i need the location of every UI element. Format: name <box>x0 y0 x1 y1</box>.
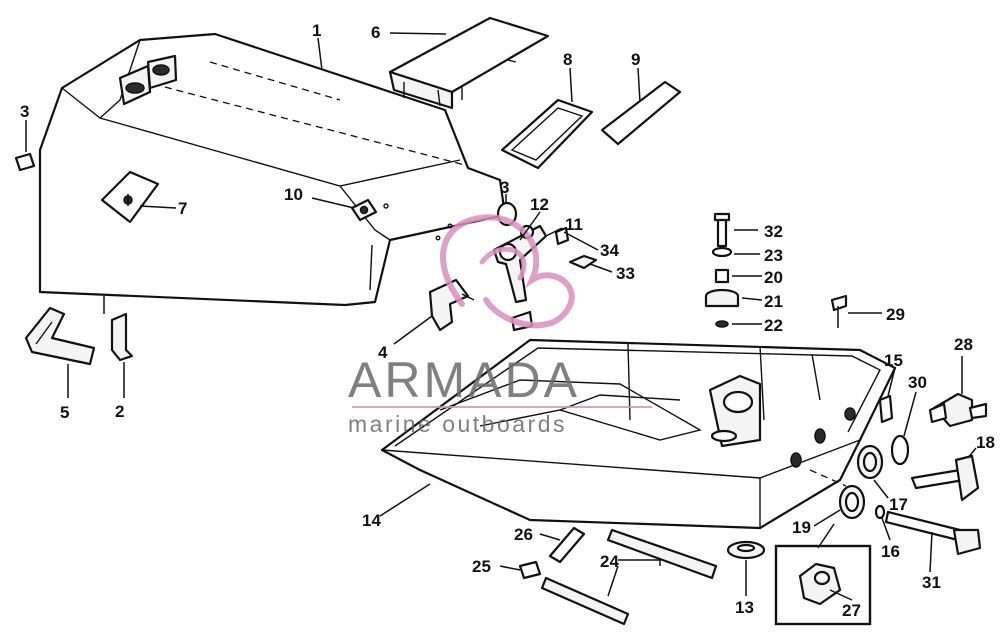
bracket-2 <box>103 296 134 362</box>
label-part-22: 22 <box>764 316 783 335</box>
inset-detail-27 <box>774 544 872 626</box>
decal-strip-9 <box>600 80 682 146</box>
grommet-13 <box>726 540 766 560</box>
label-part-30: 30 <box>908 373 927 392</box>
label-part-24: 24 <box>600 552 619 571</box>
label-part-33: 33 <box>616 264 635 283</box>
lever-18 <box>910 454 980 502</box>
label-part-27: 27 <box>842 601 861 620</box>
hose-set <box>518 526 718 626</box>
label-part-3-right: 3 <box>500 178 509 197</box>
upper-motor-cover <box>38 32 507 307</box>
label-part-14: 14 <box>362 511 381 530</box>
label-part-28: 28 <box>954 335 973 354</box>
label-part-5: 5 <box>60 403 69 422</box>
screw-10 <box>350 198 389 222</box>
label-part-25: 25 <box>472 557 491 576</box>
screw-29 <box>830 294 848 328</box>
label-part-11: 11 <box>565 215 583 234</box>
gasket-seal-8 <box>500 98 594 170</box>
label-part-23: 23 <box>764 246 783 265</box>
latch-hook-4 <box>428 278 475 332</box>
part-labels: 1 2 3 3 4 5 6 7 8 9 10 11 12 13 14 15 16… <box>20 21 995 620</box>
top-access-panel <box>388 16 550 110</box>
nameplate-7 <box>100 170 160 224</box>
label-part-32: 32 <box>764 222 783 241</box>
label-part-29: 29 <box>886 305 905 324</box>
armada-watermark: ARMADA marine outboards <box>348 214 652 437</box>
watermark-tagline: marine outboards <box>348 411 567 437</box>
label-part-19: 19 <box>792 518 811 537</box>
grommet-19 <box>838 484 866 520</box>
fuel-fitting-28 <box>928 392 988 428</box>
label-part-7: 7 <box>178 199 187 218</box>
label-part-1: 1 <box>312 21 321 40</box>
pin-15 <box>878 394 894 424</box>
label-part-2: 2 <box>115 402 124 421</box>
label-part-17: 17 <box>889 495 908 514</box>
washer-30 <box>890 434 910 466</box>
label-part-3-left: 3 <box>20 102 29 121</box>
label-part-12: 12 <box>530 195 549 214</box>
lower-motor-cover <box>380 338 897 530</box>
label-part-18: 18 <box>976 433 995 452</box>
label-part-26: 26 <box>514 525 533 544</box>
label-part-9: 9 <box>631 50 640 69</box>
label-part-34: 34 <box>600 241 619 260</box>
label-part-13: 13 <box>735 598 754 617</box>
label-part-20: 20 <box>764 268 783 287</box>
rod-31 <box>884 510 982 556</box>
leader-lines <box>25 32 977 601</box>
grommet-17 <box>856 444 884 480</box>
label-part-21: 21 <box>764 292 783 311</box>
handle-5 <box>24 306 96 366</box>
label-part-10: 10 <box>284 185 303 204</box>
label-part-6: 6 <box>371 23 380 42</box>
label-part-16: 16 <box>881 542 900 561</box>
label-part-15: 15 <box>884 351 903 370</box>
mount-stack <box>704 212 740 328</box>
label-part-31: 31 <box>922 573 941 592</box>
label-part-8: 8 <box>563 50 572 69</box>
plug-3-left <box>14 152 36 172</box>
washer-16 <box>874 504 886 520</box>
label-part-4: 4 <box>378 343 388 362</box>
watermark-brand: ARMADA <box>348 352 580 408</box>
